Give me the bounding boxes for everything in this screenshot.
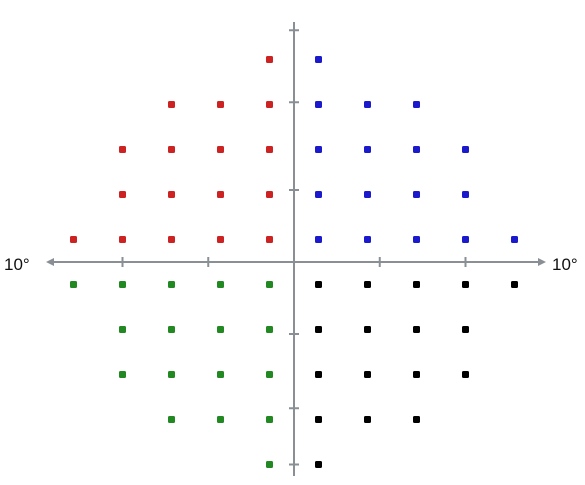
scatter-point — [266, 326, 273, 333]
x-axis-right-label: 10° — [552, 255, 578, 274]
scatter-point — [119, 371, 126, 378]
scatter-point — [266, 101, 273, 108]
scatter-point — [364, 101, 371, 108]
x-axis-left-arrow — [46, 258, 54, 266]
scatter-point — [119, 236, 126, 243]
scatter-point — [315, 326, 322, 333]
scatter-point — [217, 326, 224, 333]
scatter-point — [217, 191, 224, 198]
scatter-point — [413, 191, 420, 198]
scatter-point — [315, 101, 322, 108]
scatter-point — [413, 326, 420, 333]
scatter-point — [413, 416, 420, 423]
scatter-point — [168, 191, 175, 198]
scatter-point — [413, 146, 420, 153]
scatter-point — [266, 146, 273, 153]
scatter-point — [315, 56, 322, 63]
scatter-point — [119, 326, 126, 333]
scatter-point — [217, 146, 224, 153]
scatter-point — [266, 371, 273, 378]
scatter-point — [266, 56, 273, 63]
scatter-point — [364, 146, 371, 153]
scatter-point — [217, 281, 224, 288]
scatter-point — [168, 416, 175, 423]
scatter-point — [462, 281, 469, 288]
scatter-point — [266, 416, 273, 423]
scatter-point — [364, 326, 371, 333]
scatter-point — [217, 101, 224, 108]
scatter-point — [511, 236, 518, 243]
scatter-point — [462, 236, 469, 243]
scatter-point — [217, 371, 224, 378]
scatter-point — [168, 236, 175, 243]
scatter-point — [315, 146, 322, 153]
x-axis-right-arrow — [538, 258, 546, 266]
scatter-point — [364, 191, 371, 198]
scatter-point — [266, 281, 273, 288]
scatter-point — [315, 461, 322, 468]
scatter-point — [70, 281, 77, 288]
scatter-point — [315, 281, 322, 288]
scatter-point — [511, 281, 518, 288]
scatter-point — [70, 236, 77, 243]
scatter-point — [364, 371, 371, 378]
scatter-point — [364, 416, 371, 423]
scatter-point — [462, 146, 469, 153]
scatter-point — [315, 191, 322, 198]
scatter-point — [217, 236, 224, 243]
scatter-point — [168, 326, 175, 333]
scatter-point — [315, 236, 322, 243]
scatter-point — [315, 371, 322, 378]
scatter-point — [266, 236, 273, 243]
scatter-point — [413, 371, 420, 378]
scatter-point — [462, 326, 469, 333]
scatter-point — [462, 371, 469, 378]
scatter-point — [119, 146, 126, 153]
scatter-point — [413, 101, 420, 108]
scatter-point — [266, 191, 273, 198]
scatter-point — [168, 101, 175, 108]
axis-ticks — [121, 29, 467, 466]
scatter-point — [266, 461, 273, 468]
scatter-point — [168, 146, 175, 153]
scatter-point — [364, 281, 371, 288]
scatter-point — [119, 191, 126, 198]
x-axis-left-label: 10° — [4, 255, 30, 274]
scatter-point — [217, 416, 224, 423]
scatter-point — [413, 281, 420, 288]
scatter-point — [364, 236, 371, 243]
scatter-point — [119, 281, 126, 288]
scatter-point — [168, 371, 175, 378]
scatter-point — [413, 236, 420, 243]
scatter-point — [462, 191, 469, 198]
scatter-point — [168, 281, 175, 288]
data-points — [70, 56, 518, 468]
scatter-point — [315, 416, 322, 423]
